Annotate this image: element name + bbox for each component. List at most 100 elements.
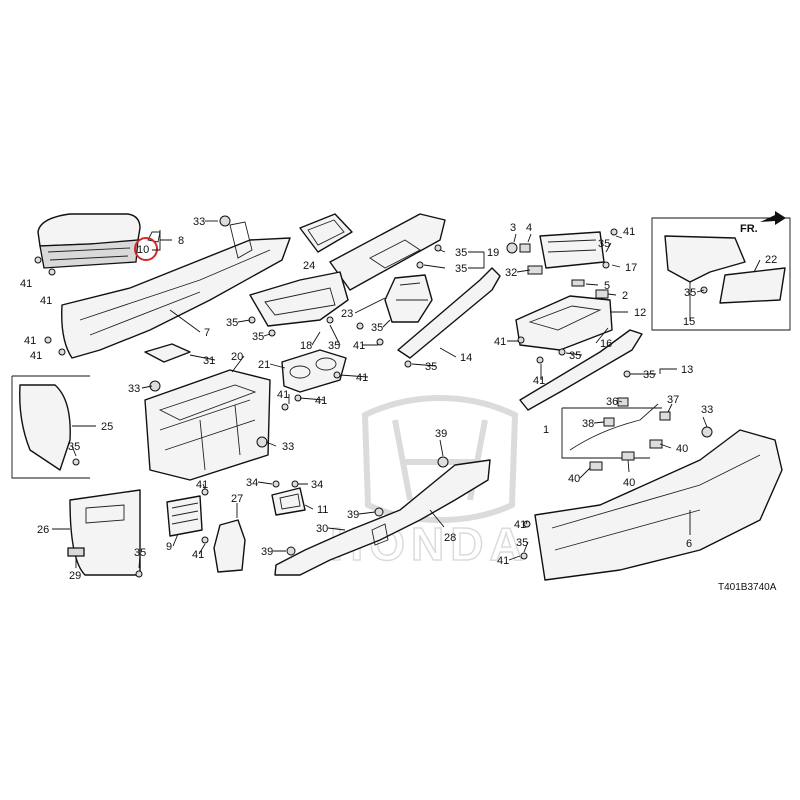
- highlight-ring-part-10: [134, 237, 158, 261]
- callout-35: 35: [516, 537, 528, 549]
- part-lower-tray-18: [249, 271, 349, 327]
- callout-26: 26: [37, 524, 49, 536]
- callout-41: 41: [30, 350, 42, 362]
- callout-41: 41: [196, 479, 208, 491]
- callout-20: 20: [231, 351, 243, 363]
- callout-34: 34: [311, 479, 323, 491]
- callout-33: 33: [128, 383, 140, 395]
- callout-33: 33: [193, 216, 205, 228]
- callout-15: 15: [683, 316, 695, 328]
- callout-31: 31: [203, 355, 215, 367]
- part-rear-panel-26: [67, 489, 141, 576]
- callout-41: 41: [353, 340, 365, 352]
- callout-35: 35: [643, 369, 655, 381]
- callout-37: 37: [667, 394, 679, 406]
- callout-23: 23: [341, 308, 353, 320]
- callout-41: 41: [533, 375, 545, 387]
- callout-9: 9: [166, 541, 172, 553]
- callout-11: 11: [317, 504, 328, 516]
- callout-35: 35: [455, 247, 467, 259]
- part-tray-24: [299, 213, 353, 253]
- callout-41: 41: [623, 226, 635, 238]
- callout-38: 38: [582, 418, 594, 430]
- part-tray-31: [144, 343, 191, 363]
- callout-35: 35: [328, 340, 340, 352]
- part-armrest-lid: [37, 213, 161, 269]
- part-console-frame-20: [144, 369, 271, 481]
- callout-33: 33: [701, 404, 713, 416]
- callout-41: 41: [494, 336, 506, 348]
- callout-7: 7: [204, 327, 210, 339]
- callout-14: 14: [460, 352, 472, 364]
- callout-41: 41: [356, 372, 368, 384]
- callout-21: 21: [258, 359, 270, 371]
- callout-35: 35: [371, 322, 383, 334]
- part-panel-16: [515, 295, 613, 351]
- callout-1: 1: [543, 424, 549, 436]
- callout-25: 25: [101, 421, 113, 433]
- callout-35: 35: [252, 331, 264, 343]
- part-wire-bracket-1: [561, 397, 671, 459]
- callout-6: 6: [686, 538, 692, 550]
- part-clips-40: [589, 439, 663, 471]
- leader-lines: [52, 220, 761, 569]
- callout-40: 40: [623, 477, 635, 489]
- callout-35: 35: [134, 547, 146, 559]
- callout-18: 18: [300, 340, 312, 352]
- part-console-side-panel-left: [61, 221, 291, 359]
- callout-39: 39: [347, 509, 359, 521]
- callout-5: 5: [604, 280, 610, 292]
- callout-13: 13: [681, 364, 693, 376]
- callout-32: 32: [505, 267, 517, 279]
- callout-41: 41: [514, 519, 526, 531]
- part-shift-boot-23: [384, 274, 433, 323]
- callout-28: 28: [444, 532, 456, 544]
- callout-41: 41: [192, 549, 204, 561]
- callout-33: 33: [282, 441, 294, 453]
- callout-22: 22: [765, 254, 777, 266]
- callout-41: 41: [497, 555, 509, 567]
- part-switch-panel-4: [506, 231, 609, 299]
- direction-label: FR.: [740, 223, 758, 235]
- callout-34: 34: [246, 477, 258, 489]
- part-shift-panel-19: [329, 213, 446, 291]
- callout-12: 12: [634, 307, 646, 319]
- callout-40: 40: [568, 473, 580, 485]
- callout-17: 17: [625, 262, 637, 274]
- callout-41: 41: [315, 395, 327, 407]
- part-console-side-panel-right: [534, 429, 783, 581]
- callout-30: 30: [316, 523, 328, 535]
- callout-41: 41: [24, 335, 36, 347]
- callout-41: 41: [40, 295, 52, 307]
- part-bracket-11: [271, 487, 306, 516]
- callout-24: 24: [303, 260, 315, 272]
- callout-35: 35: [425, 361, 437, 373]
- callout-39: 39: [261, 546, 273, 558]
- callout-39: 39: [435, 428, 447, 440]
- direction-indicator: FR.: [740, 211, 786, 235]
- callout-35: 35: [684, 287, 696, 299]
- callout-35: 35: [226, 317, 238, 329]
- front-arrow-icon: [760, 211, 786, 225]
- callout-36: 36: [606, 396, 618, 408]
- part-box-15-22: [651, 217, 791, 331]
- callout-27: 27: [231, 493, 243, 505]
- callout-41: 41: [20, 278, 32, 290]
- callout-41: 41: [277, 389, 289, 401]
- callout-2: 2: [622, 290, 628, 302]
- callout-40: 40: [676, 443, 688, 455]
- callout-19: 19: [487, 247, 499, 259]
- callout-8: 8: [178, 235, 184, 247]
- part-cup-holder-21: [281, 349, 347, 393]
- part-bracket-27: [213, 519, 246, 573]
- callout-35: 35: [598, 238, 610, 250]
- callout-35: 35: [455, 263, 467, 275]
- callout-4: 4: [526, 222, 532, 234]
- callout-10: 10: [137, 244, 149, 256]
- callout-35: 35: [569, 350, 581, 362]
- callout-29: 29: [69, 570, 81, 582]
- callout-3: 3: [510, 222, 516, 234]
